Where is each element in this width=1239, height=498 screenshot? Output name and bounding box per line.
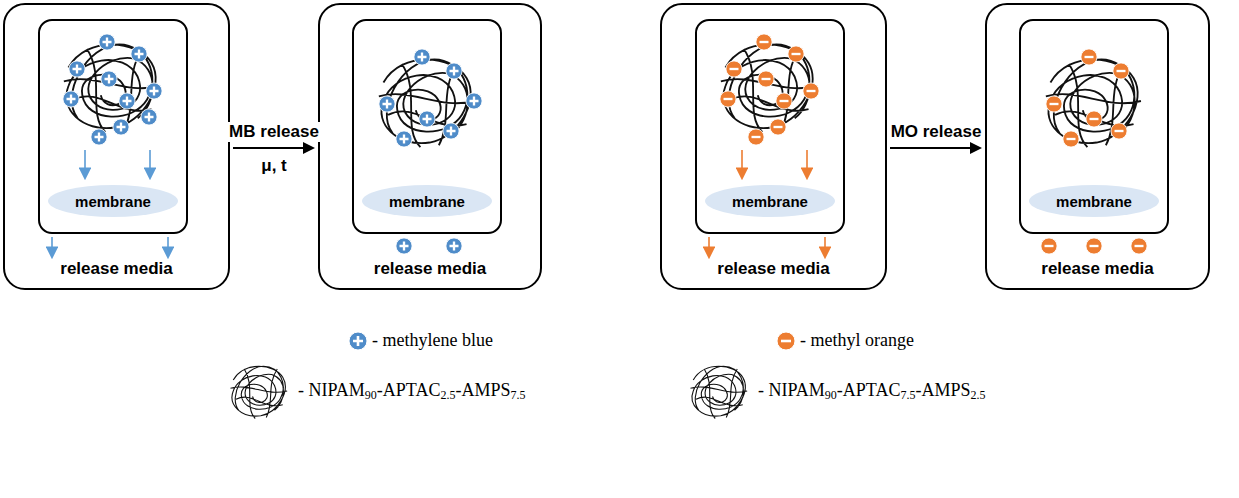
methylene-blue-ions	[63, 34, 162, 145]
membrane-ellipse: membrane	[1029, 185, 1159, 217]
membrane-label: membrane	[1056, 193, 1132, 210]
edge-label: MB release	[227, 122, 321, 142]
release-vessel: release media membrane	[985, 3, 1210, 290]
process-arrow	[233, 142, 315, 154]
methylene-blue-ions	[379, 49, 482, 254]
subscript: 90	[825, 388, 837, 402]
polymer-coil	[721, 44, 816, 132]
legend-ion-icon	[349, 332, 367, 350]
dialysis-bag: membrane	[38, 19, 188, 234]
polymer-coil	[64, 44, 159, 132]
polymer-coil	[1046, 59, 1141, 147]
release-vessel: release media membrane	[3, 3, 230, 290]
legend-text: - methylene blue	[372, 330, 493, 351]
membrane-ellipse: membrane	[48, 185, 178, 217]
legend-text: - NIPAM90-APTAC2.5-AMPS7.5	[298, 380, 525, 401]
medium-label: release media	[5, 259, 228, 279]
subscript: 2.5	[440, 388, 455, 402]
condition-label: μ, t	[259, 156, 289, 176]
legend-polymer-icon	[691, 366, 748, 418]
polymer-coil	[379, 59, 474, 147]
methyl-orange-ions	[720, 34, 819, 145]
subscript: 7.5	[510, 388, 525, 402]
subscript: 2.5	[970, 388, 985, 402]
membrane-ellipse: membrane	[362, 185, 492, 217]
medium-label: release media	[987, 259, 1208, 279]
process-arrow	[890, 142, 982, 154]
membrane-ellipse: membrane	[705, 185, 835, 217]
dialysis-bag: membrane	[352, 19, 502, 234]
membrane-label: membrane	[75, 193, 151, 210]
membrane-label: membrane	[389, 193, 465, 210]
release-vessel: release media membrane	[660, 3, 887, 290]
subscript: 90	[365, 388, 377, 402]
medium-label: release media	[320, 259, 540, 279]
membrane-label: membrane	[732, 193, 808, 210]
subscript: 7.5	[900, 388, 915, 402]
dialysis-bag: membrane	[695, 19, 845, 234]
legend-text: - methyl orange	[800, 330, 914, 351]
edge-label: MO release	[889, 122, 984, 142]
legend-ion-icon	[777, 332, 795, 350]
legend-polymer-icon	[231, 366, 288, 418]
methyl-orange-ions	[1041, 49, 1147, 254]
dialysis-bag: membrane	[1019, 19, 1169, 234]
legend-text: - NIPAM90-APTAC7.5-AMPS2.5	[758, 380, 985, 401]
medium-label: release media	[662, 259, 885, 279]
release-vessel: release media membrane	[318, 3, 542, 290]
